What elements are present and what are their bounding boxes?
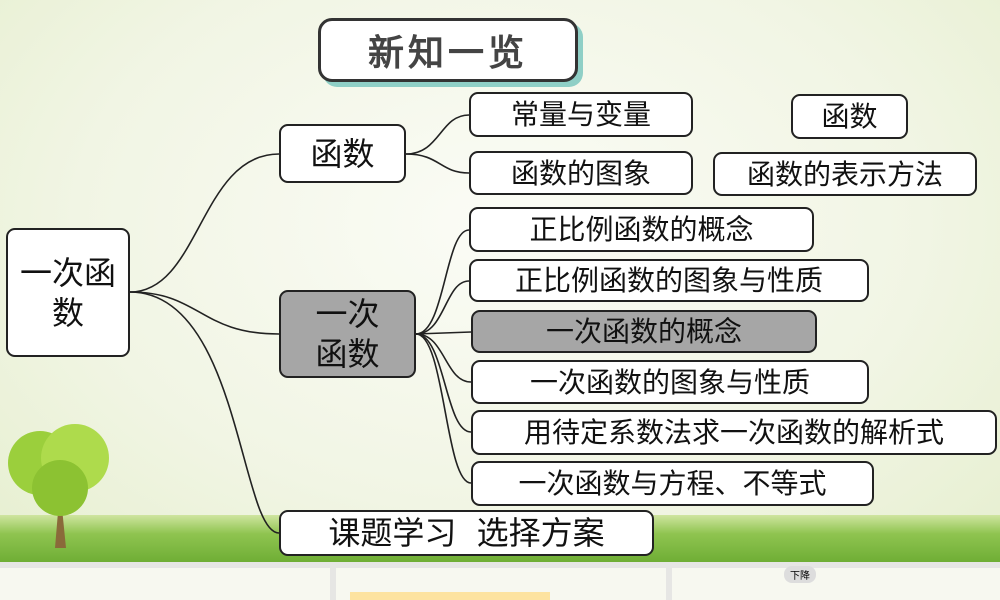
thumbnail[interactable] <box>0 568 330 600</box>
node-changliang: 常量与变量 <box>469 92 693 137</box>
node-child: 一次函数的图象与性质 <box>471 360 869 404</box>
node-yici-hanshu: 一次函数 <box>279 290 416 378</box>
thumbnail-text: 下降 <box>784 566 816 583</box>
node-ketixuexi: 课题学习 选择方案 <box>279 510 654 556</box>
slide-thumbnail-strip: 下降 <box>0 562 1000 600</box>
thumbnail[interactable] <box>336 568 666 600</box>
node-child: 用待定系数法求一次函数的解析式 <box>471 410 997 455</box>
node-child: 正比例函数的图象与性质 <box>469 259 869 302</box>
node-hanshu: 函数 <box>279 124 406 183</box>
node-hanshu-tuxiang: 函数的图象 <box>469 151 693 195</box>
node-child: 一次函数与方程、不等式 <box>471 461 874 506</box>
connector-lines <box>129 114 472 534</box>
node-hanshu-extra: 函数 <box>791 94 908 139</box>
node-child: 正比例函数的概念 <box>469 207 814 252</box>
tree-decoration <box>8 424 109 548</box>
slide: 新知一览 一次函数 函数 一次函数 课题学习 选择方案 常量与变量 函数的图象 … <box>0 0 1000 562</box>
thumbnail[interactable]: 下降 <box>672 566 1000 600</box>
slide-title: 新知一览 <box>318 18 578 82</box>
node-biaoshi-fangfa: 函数的表示方法 <box>713 152 977 196</box>
node-child-highlighted: 一次函数的概念 <box>471 310 817 353</box>
root-node: 一次函数 <box>6 228 130 357</box>
